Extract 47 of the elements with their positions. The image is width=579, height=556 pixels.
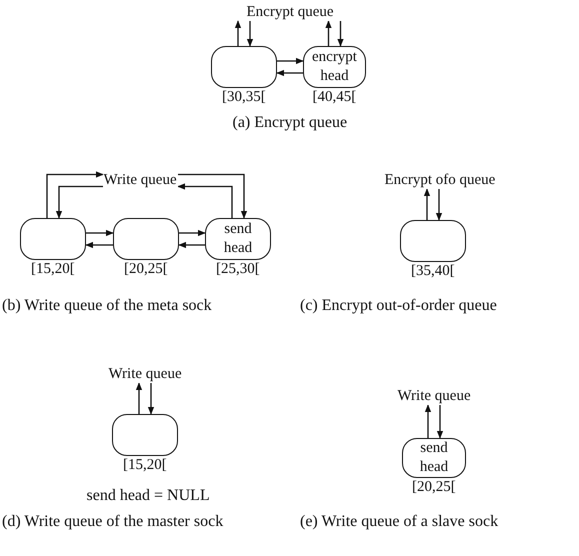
caption: (c) Encrypt out-of-order queue [300,296,498,315]
queue-name: Write queue [108,366,183,383]
range-label: [15,20[ [123,457,167,474]
empty-queue-node [20,218,86,260]
arrow [56,186,103,219]
range-label: [30,35[ [222,89,266,106]
range-label: [20,25[ [124,261,168,278]
arrow [436,189,442,221]
caption: (e) Write queue of a slave sock [300,512,500,531]
queue-node: send head [205,218,271,260]
arrow [337,21,344,47]
arrow [148,383,154,415]
arrow [178,242,205,248]
arrow [85,242,113,248]
queue-node: encrypt head [303,46,366,88]
range-label: [40,45[ [312,89,356,106]
note-text: send head = NULL [86,486,210,505]
arrow [86,230,114,236]
queue-node: send head [402,438,466,478]
queue-name: Encrypt ofo queue [384,172,496,189]
range-label: [25,30[ [216,261,260,278]
arrow [178,174,248,219]
range-label: [15,20[ [31,261,75,278]
range-label: [20,25[ [412,479,456,496]
arrow [177,183,233,218]
empty-queue-node [400,220,466,262]
empty-queue-node [112,414,178,456]
arrow [424,188,430,220]
queue-name: Write queue [102,172,178,189]
arrow [277,58,304,64]
arrow [136,382,142,414]
arrow [46,171,104,218]
queue-name: Write queue [396,388,472,405]
queue-name: Encrypt queue [246,4,335,21]
range-label: [35,40[ [411,263,455,280]
caption: (b) Write queue of the meta sock [2,296,213,315]
arrow [179,230,206,236]
caption: (d) Write queue of the master sock [2,512,224,531]
empty-queue-node [211,46,277,88]
arrow [234,20,242,46]
arrow [436,405,444,439]
empty-queue-node [113,218,179,260]
arrow [424,404,432,438]
arrow [246,21,254,47]
caption: (a) Encrypt queue [232,113,348,132]
arrow [325,20,332,46]
arrow [276,70,303,76]
